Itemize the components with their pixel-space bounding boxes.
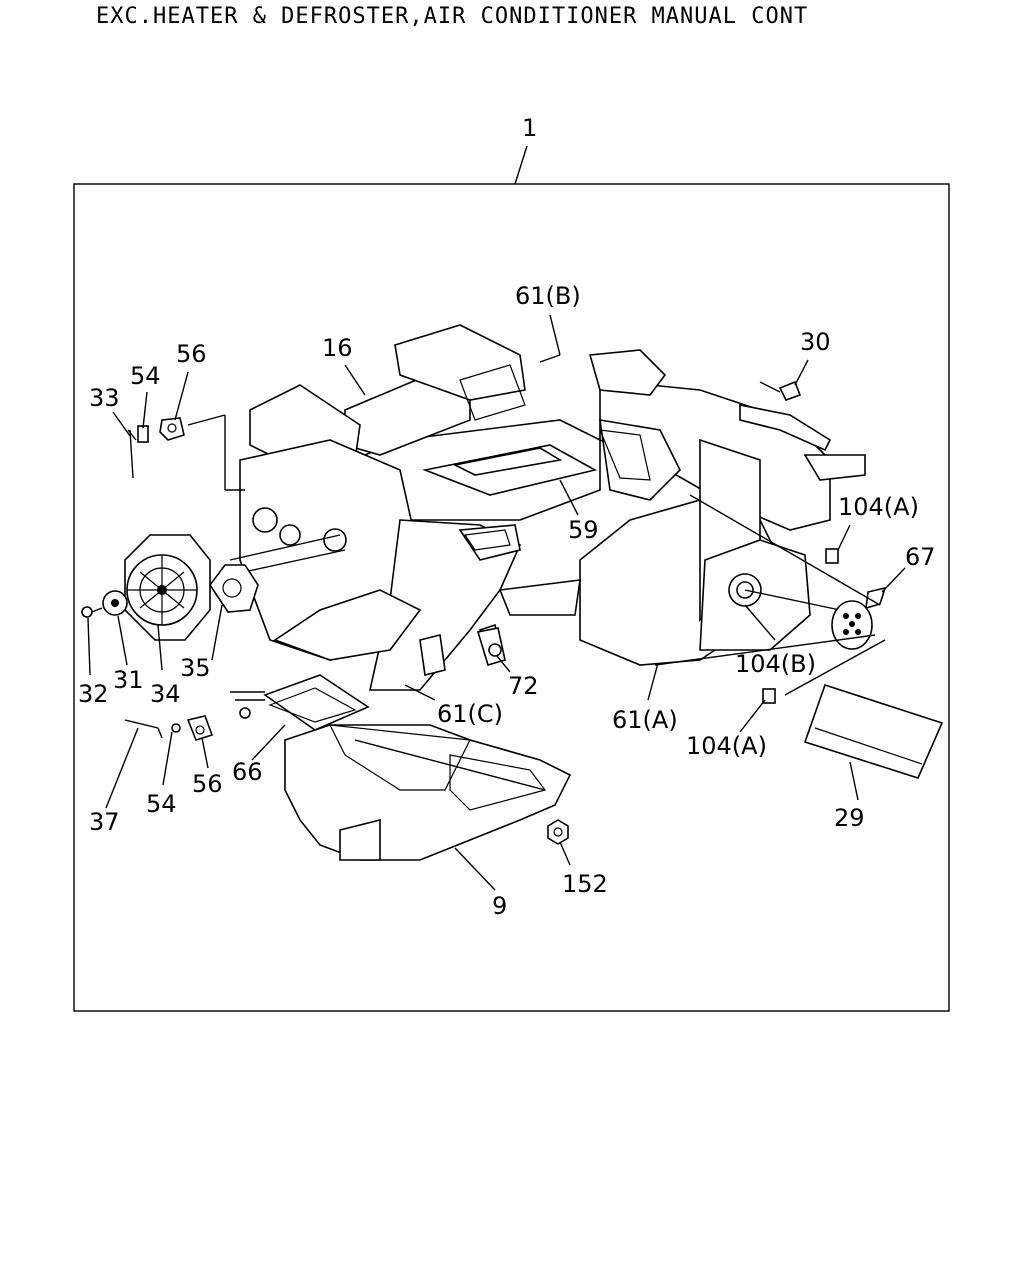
assembly-frame — [73, 183, 950, 1012]
callout-61b: 61(B) — [515, 282, 581, 310]
callout-37: 37 — [89, 808, 120, 836]
callout-104b: 104(B) — [735, 650, 816, 678]
callout-67: 67 — [905, 543, 936, 571]
callout-104a-lower: 104(A) — [686, 732, 767, 760]
callout-56-upper: 56 — [176, 340, 207, 368]
leader-1 — [514, 145, 528, 185]
callout-9: 9 — [492, 892, 507, 920]
callout-59: 59 — [568, 516, 599, 544]
callout-54-upper: 54 — [130, 362, 161, 390]
callout-labels: 1 61(B) 16 56 54 33 30 104(A) 67 59 104(… — [78, 114, 936, 920]
leader-lines — [87, 314, 906, 891]
callout-32: 32 — [78, 680, 109, 708]
callout-61c: 61(C) — [437, 700, 503, 728]
small-parts-drawing — [124, 380, 944, 845]
callout-72: 72 — [508, 672, 539, 700]
callout-29: 29 — [834, 804, 865, 832]
callout-152: 152 — [562, 870, 608, 898]
callout-31: 31 — [113, 666, 144, 694]
heater-case-drawing — [229, 324, 866, 861]
callout-61a: 61(A) — [612, 706, 678, 734]
callout-66: 66 — [232, 758, 263, 786]
callout-30: 30 — [800, 328, 831, 356]
callout-54-lower: 54 — [146, 790, 177, 818]
callout-16: 16 — [322, 334, 353, 362]
callout-35: 35 — [180, 654, 211, 682]
callout-104a-upper: 104(A) — [838, 493, 919, 521]
callout-34: 34 — [150, 680, 181, 708]
callout-56-lower: 56 — [192, 770, 223, 798]
callout-33: 33 — [89, 384, 120, 412]
blower-fan-drawing — [81, 534, 259, 641]
page-title: EXC.HEATER & DEFROSTER,AIR CONDITIONER M… — [96, 4, 809, 29]
callout-1: 1 — [522, 114, 537, 142]
